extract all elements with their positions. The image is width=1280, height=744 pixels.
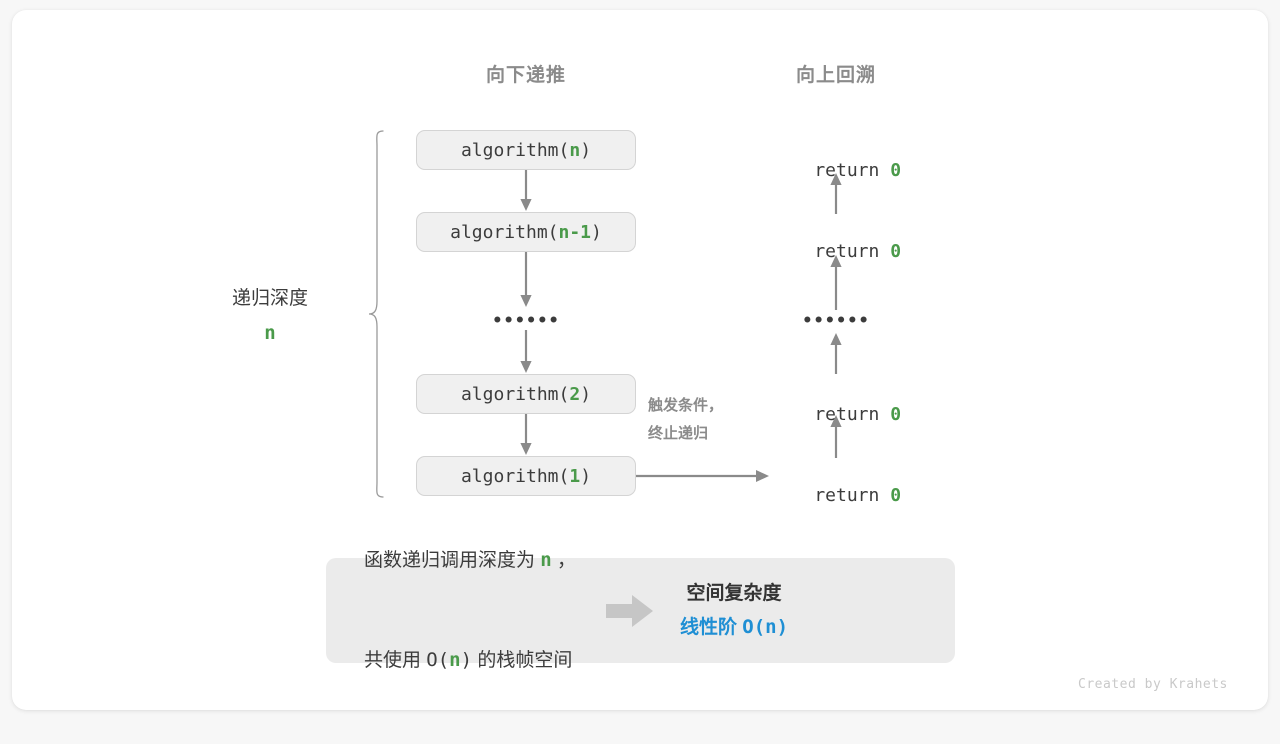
up-arrow-4-icon: [828, 414, 844, 458]
call-box-2[interactable]: algorithm(2): [416, 374, 636, 414]
return-keyword-4: return: [814, 485, 891, 506]
down-arrow-1-icon: [518, 170, 534, 212]
footer-credit: Created by Krahets: [1078, 677, 1228, 692]
call-box-n-arg: n: [569, 139, 581, 161]
return-label-2: return 0: [726, 220, 946, 283]
call-box-1-suffix: ): [580, 465, 592, 487]
summary-complexity-notation: O(n): [742, 615, 789, 638]
return-keyword-2: return: [814, 241, 891, 262]
call-box-2-arg: 2: [569, 383, 581, 405]
return-value-1: 0: [890, 160, 902, 181]
summary-conclusion: 空间复杂度 线性阶 O(n): [680, 577, 788, 644]
call-box-2-prefix: algorithm(: [460, 383, 570, 405]
summary-panel: 函数递归调用深度为 n ， 共使用 O(n) 的栈帧空间 空间复杂度 线性阶 O…: [326, 549, 955, 671]
call-box-n[interactable]: algorithm(n): [416, 130, 636, 170]
down-arrow-2-icon: [518, 252, 534, 308]
summary-line-2-o: O(: [426, 648, 450, 671]
up-arrow-2-icon: [828, 254, 844, 310]
summary-line-2-text-a: 共使用: [364, 649, 427, 671]
summary-description: 函数递归调用深度为 n ， 共使用 O(n) 的栈帧空间: [326, 478, 576, 744]
trigger-condition-note: 触发条件， 终止递归: [648, 392, 723, 448]
summary-line-2: 共使用 O(n) 的栈帧空间: [364, 644, 576, 677]
call-box-2-suffix: ): [580, 383, 592, 405]
recursion-depth-label: 递归深度 n: [180, 283, 360, 344]
recursion-depth-value: n: [264, 322, 276, 344]
call-box-n-prefix: algorithm(: [460, 139, 570, 161]
recursion-depth-brace: [366, 128, 388, 500]
right-arrow-icon: [606, 593, 654, 629]
summary-line-1-text-a: 函数递归调用深度为: [364, 550, 541, 571]
trigger-condition-line1: 触发条件，: [648, 397, 724, 414]
trigger-condition-line2: 终止递归: [648, 424, 709, 442]
summary-line-1-n: n: [540, 549, 552, 571]
return-value-4: 0: [890, 485, 902, 506]
down-arrow-4-icon: [518, 414, 534, 456]
summary-complexity-order: 线性阶: [680, 616, 743, 638]
return-value-2: 0: [890, 241, 902, 262]
call-box-n-minus-1-prefix: algorithm(: [450, 221, 559, 243]
return-value-3: 0: [890, 404, 902, 425]
return-keyword-3: return: [814, 404, 891, 425]
return-keyword-1: return: [814, 160, 891, 181]
summary-line-1-text-b: ，: [551, 550, 577, 571]
base-case-arrow-icon: [636, 466, 770, 486]
call-box-n-minus-1[interactable]: algorithm(n-1): [416, 212, 636, 252]
return-ellipsis: ••••••: [802, 311, 870, 331]
call-box-1-prefix: algorithm(: [460, 465, 570, 487]
up-arrow-3-icon: [828, 332, 844, 374]
return-label-4: return 0: [726, 464, 946, 527]
down-arrow-3-icon: [518, 330, 534, 374]
return-label-3: return 0: [726, 383, 946, 446]
summary-complexity-value: 线性阶 O(n): [680, 611, 788, 644]
summary-complexity-title: 空间复杂度: [686, 583, 782, 605]
call-stack-ellipsis: ••••••: [492, 311, 560, 331]
diagram-stage: 向下递推 向上回溯 递归深度 n algorithm(n) algorithm(…: [180, 65, 1228, 692]
return-label-1: return 0: [726, 139, 946, 202]
call-box-n-minus-1-suffix: ): [591, 221, 602, 243]
summary-line-2-n: n: [449, 648, 461, 671]
call-box-1[interactable]: algorithm(1): [416, 456, 636, 496]
up-arrow-1-icon: [828, 172, 844, 214]
call-box-n-suffix: ): [580, 139, 592, 161]
recursion-depth-title: 递归深度: [231, 288, 308, 309]
summary-line-2-text-b: 的栈帧空间: [472, 649, 573, 671]
call-box-1-arg: 1: [569, 465, 581, 487]
call-box-n-minus-1-arg: n-1: [558, 221, 592, 243]
summary-line-2-close: ): [460, 648, 473, 671]
column-header-downward: 向下递推: [485, 65, 566, 86]
column-header-upward: 向上回溯: [795, 65, 876, 86]
summary-line-1: 函数递归调用深度为 n ，: [364, 544, 576, 577]
